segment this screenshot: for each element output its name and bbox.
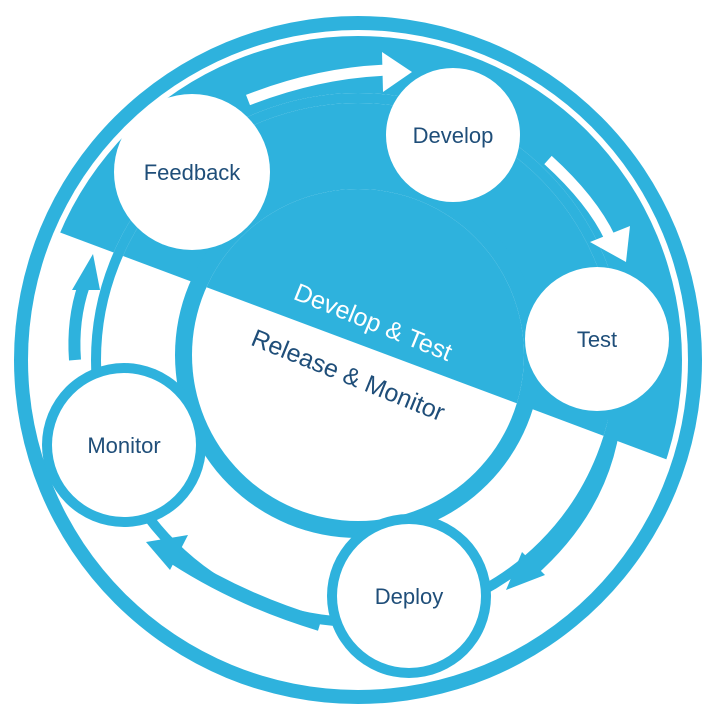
center-circle: [175, 172, 541, 538]
stage-label-develop: Develop: [413, 123, 494, 148]
stage-node-monitor: Monitor: [42, 363, 206, 527]
arrow-deploy-to-monitor: [146, 535, 323, 631]
stage-node-feedback: Feedback: [114, 94, 270, 250]
arrow-feedback-to-develop: [246, 52, 412, 106]
stage-label-test: Test: [577, 327, 617, 352]
stage-node-test: Test: [525, 267, 669, 411]
arrow-test-to-deploy: [506, 399, 623, 590]
stage-node-develop: Develop: [386, 68, 520, 202]
stage-label-deploy: Deploy: [375, 584, 443, 609]
arrow-develop-to-test: [544, 155, 630, 262]
arrow-monitor-to-feedback: [68, 254, 100, 361]
stage-label-monitor: Monitor: [87, 433, 160, 458]
stage-label-feedback: Feedback: [144, 160, 242, 185]
stage-node-deploy: Deploy: [327, 514, 491, 678]
